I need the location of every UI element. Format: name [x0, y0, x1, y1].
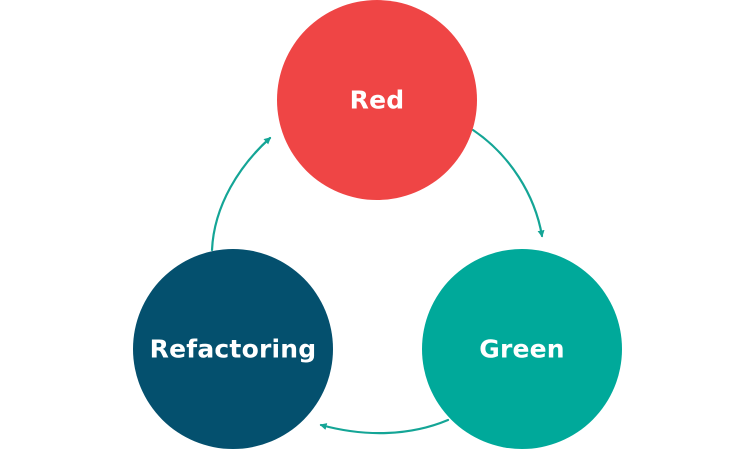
red-circle	[277, 0, 477, 200]
refactoring-circle	[133, 249, 333, 449]
arrow-red-to-green	[471, 128, 545, 238]
arrow-green-to-refactoring	[319, 418, 450, 435]
arrow-refactoring-to-red	[210, 136, 272, 252]
node-refactoring: Refactoring	[133, 249, 333, 449]
node-green: Green	[422, 249, 622, 449]
green-label: Green	[479, 335, 565, 364]
green-circle	[422, 249, 622, 449]
red-label: Red	[350, 86, 405, 115]
node-red: Red	[277, 0, 477, 200]
refactoring-label: Refactoring	[150, 335, 317, 364]
